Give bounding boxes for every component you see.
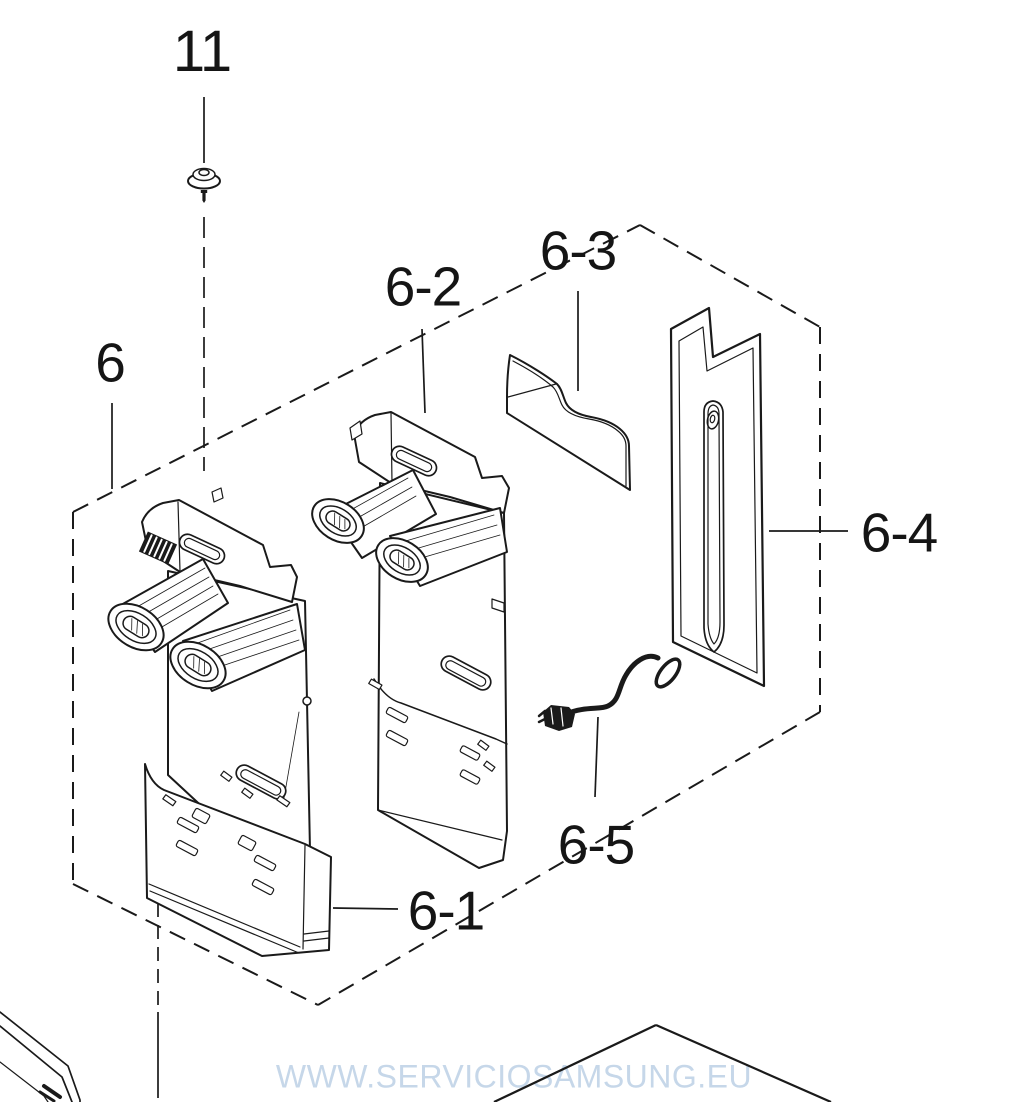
part-6-1-cover — [144, 763, 332, 957]
label-part-6-2: 6-2 — [384, 255, 462, 318]
label-part-6-4: 6-4 — [860, 501, 938, 564]
part-6-5-harness — [537, 653, 682, 731]
part-6-4-panel — [669, 306, 766, 688]
leader-6-1 — [332, 907, 399, 910]
label-part-6-3: 6-3 — [539, 219, 617, 282]
label-part-6-1: 6-1 — [407, 879, 485, 942]
assembly-6-2 — [311, 411, 510, 869]
leader-6-2 — [421, 328, 426, 414]
leader-lines — [111, 291, 848, 910]
part-6-3-bracket — [506, 354, 631, 491]
bottom-left-part-fragment — [0, 1011, 81, 1102]
watermark-text: WWW.SERVICIOSAMSUNG.EU — [275, 1058, 753, 1095]
leader-6-5 — [594, 716, 599, 798]
label-part-11: 11 — [172, 19, 232, 84]
part-11-grommet-screw — [187, 167, 221, 203]
assembly-6 — [107, 487, 332, 957]
bottom-right-part-outline — [493, 1023, 832, 1102]
assembly-boundary-dashed-outline — [72, 224, 821, 1006]
label-part-6-5: 6-5 — [557, 813, 635, 876]
label-part-6: 6 — [95, 331, 126, 394]
